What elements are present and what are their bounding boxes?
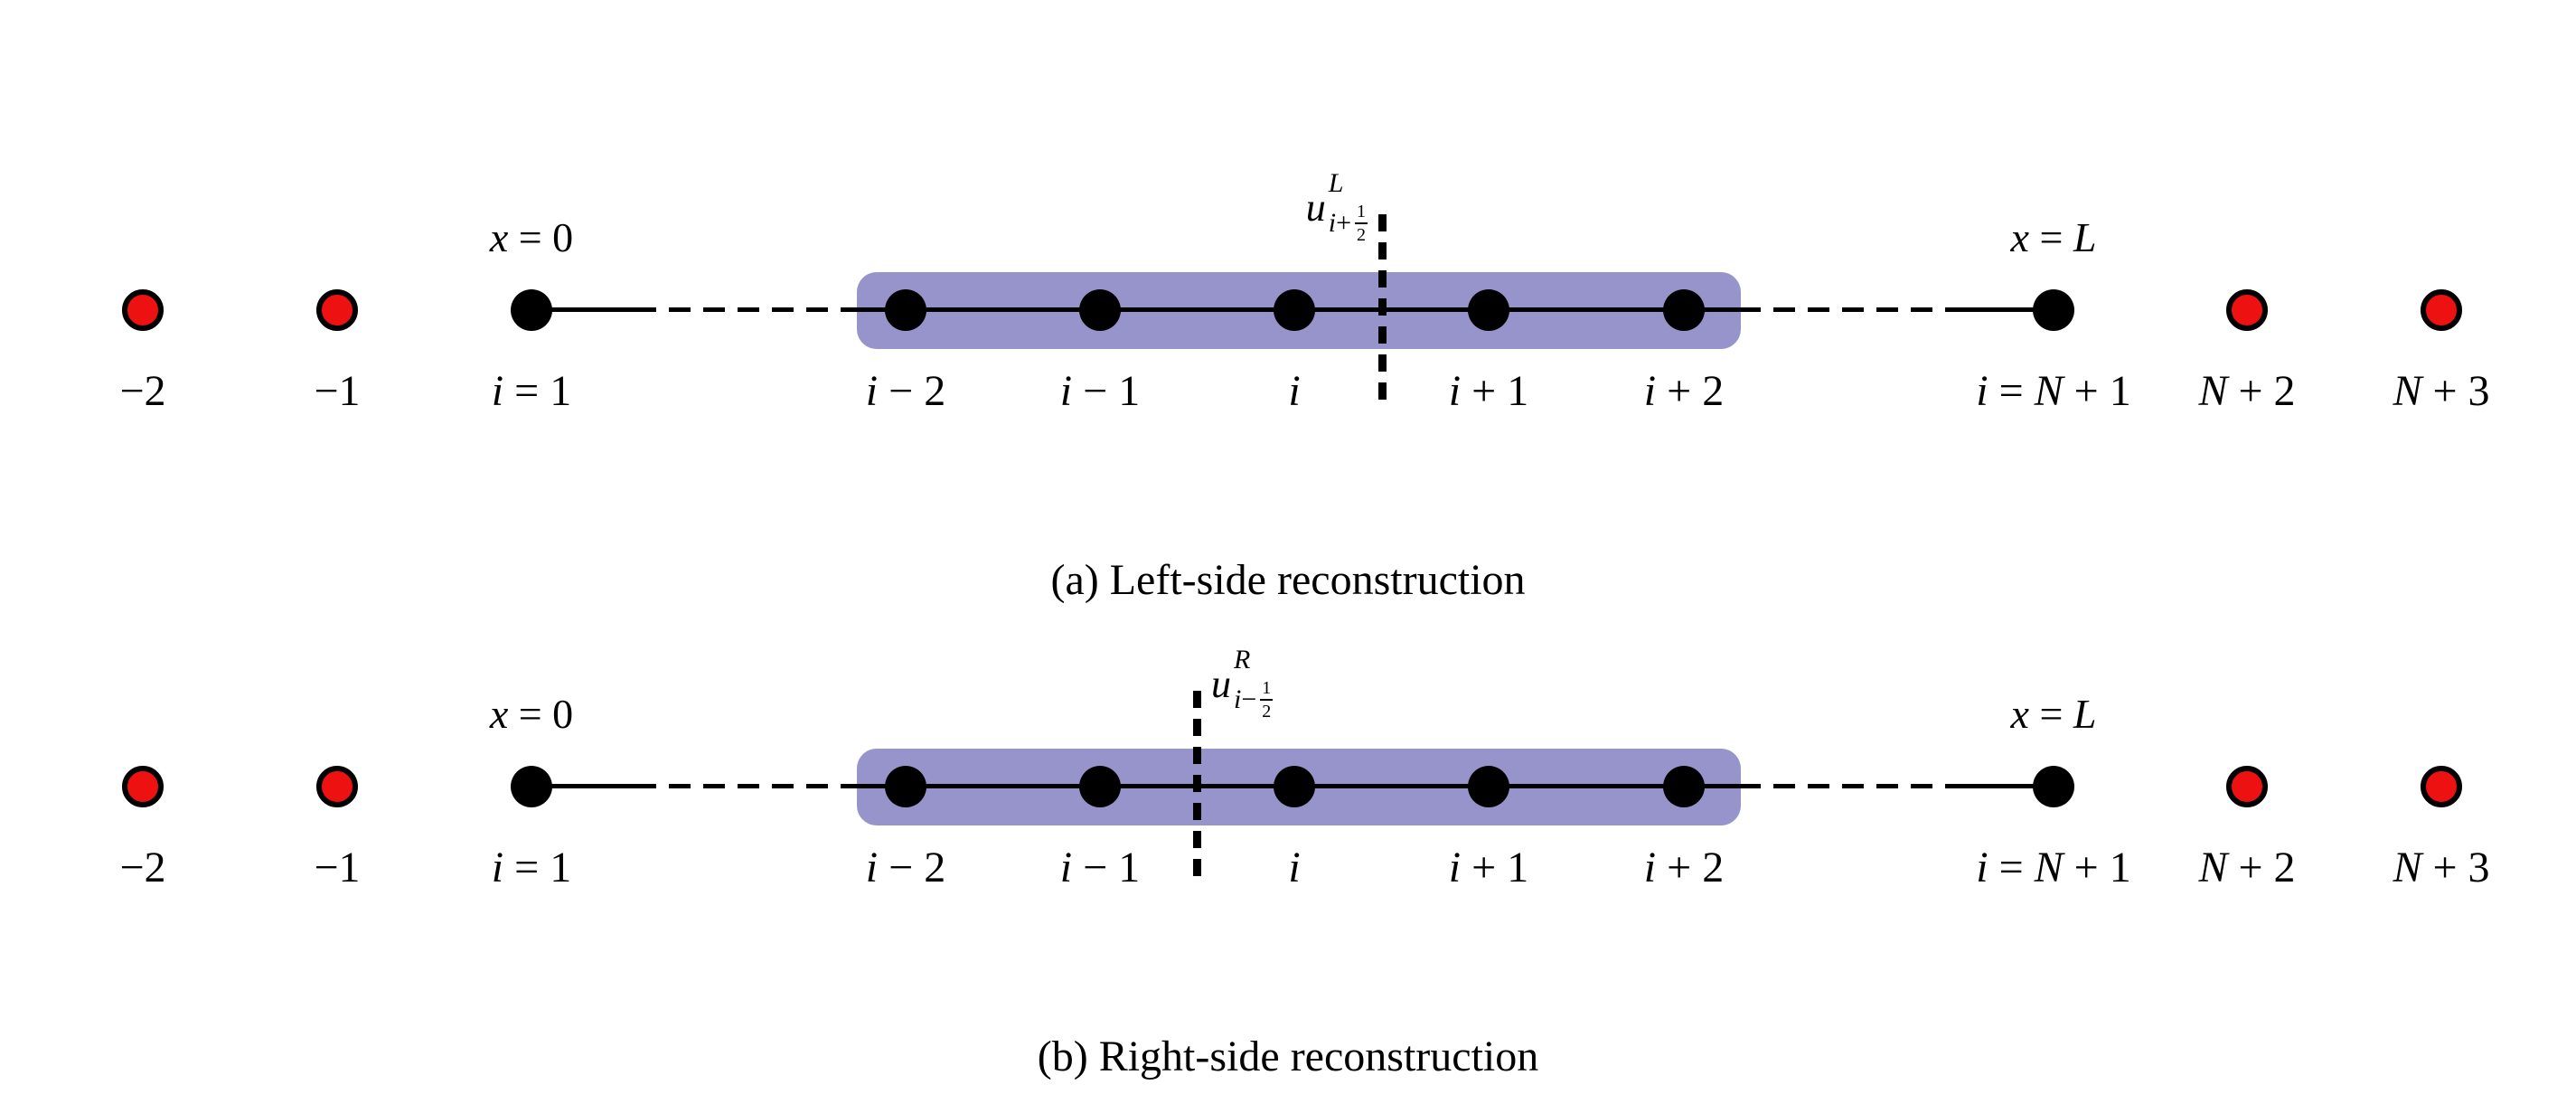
fraction-denominator: 2	[1262, 702, 1272, 722]
flux-base-u: u	[1211, 662, 1231, 706]
grid-node-i-plus-2	[1663, 289, 1705, 331]
grid-node-i-plus-1	[1468, 766, 1509, 807]
grid-line-dashed	[1739, 784, 1954, 788]
interface-dashed-line	[1193, 691, 1201, 882]
panel-right-reconstruction: u R i− 1 2 x = 0 x = L	[0, 476, 2576, 1113]
caption-a: (a) Left-side reconstruction	[1050, 556, 1526, 604]
grid-node-i-1	[511, 289, 552, 331]
grid-line-solid	[1954, 307, 2054, 312]
ghost-node-N-plus-3	[2421, 766, 2462, 807]
ghost-node-minus-1	[316, 289, 358, 331]
grid-line-dashed	[635, 307, 857, 312]
grid-line-dashed	[635, 784, 857, 788]
node-label-N-plus-2: N + 2	[2198, 844, 2296, 891]
ghost-node-minus-2	[122, 289, 164, 331]
grid-line-dashed	[1739, 307, 1954, 312]
node-label-i-1: i = 1	[491, 844, 572, 891]
node-label-N-plus-2: N + 2	[2198, 367, 2296, 415]
grid-node-i	[1274, 289, 1315, 331]
fraction-denominator: 2	[1357, 225, 1366, 245]
ghost-node-N-plus-2	[2226, 289, 2268, 331]
node-label-N-plus-3: N + 3	[2393, 844, 2490, 891]
flux-label-left-state: u L i+ 1 2	[1306, 170, 1368, 244]
node-label-i-minus-1: i − 1	[1059, 367, 1141, 415]
grid-node-N-plus-1	[2033, 766, 2074, 807]
node-label-minus-2: −2	[119, 367, 166, 415]
flux-superscript: L	[1328, 168, 1344, 198]
grid-node-N-plus-1	[2033, 289, 2074, 331]
node-label-i-minus-1: i − 1	[1059, 844, 1141, 891]
flux-subscript: i− 1 2	[1234, 679, 1274, 722]
node-label-i-1: i = 1	[491, 367, 572, 415]
panel-left-reconstruction: u L i+ 1 2 x = 0 x = L	[119, 170, 2490, 605]
node-label-i-plus-1: i + 1	[1448, 367, 1529, 415]
grid-line-solid	[1954, 784, 2054, 788]
node-label-i-plus-1: i + 1	[1448, 844, 1529, 891]
node-label-N-plus-1: i = N + 1	[1976, 367, 2131, 415]
flux-subscript-index: i+	[1328, 208, 1351, 238]
grid-node-i	[1274, 766, 1315, 807]
boundary-label-xL: x = L	[2010, 691, 2097, 737]
boundary-label-xL: x = L	[2010, 214, 2097, 260]
flux-subscript-index: i−	[1234, 684, 1257, 714]
grid-node-i-plus-2	[1663, 766, 1705, 807]
ghost-node-minus-2	[122, 766, 164, 807]
node-label-N-plus-3: N + 3	[2393, 367, 2490, 415]
ghost-node-N-plus-2	[2226, 766, 2268, 807]
flux-subscript: i+ 1 2	[1329, 203, 1368, 244]
node-label-N-plus-1: i = N + 1	[1976, 844, 2131, 891]
grid-node-i-minus-1	[1079, 289, 1121, 331]
grid-line-solid	[531, 307, 635, 312]
node-label-i: i	[1288, 367, 1301, 415]
boundary-label-x0: x = 0	[489, 214, 574, 260]
ghost-node-N-plus-3	[2421, 289, 2462, 331]
node-label-i-plus-2: i + 2	[1643, 844, 1725, 891]
one-half-fraction: 1 2	[1260, 679, 1274, 722]
flux-scripts: R i− 1 2	[1234, 645, 1274, 722]
grid-node-i-minus-2	[885, 766, 926, 807]
grid-line-solid	[531, 784, 635, 788]
node-label-i-plus-2: i + 2	[1643, 367, 1725, 415]
node-label-minus-1: −1	[314, 844, 361, 891]
fraction-numerator: 1	[1260, 679, 1274, 701]
grid-node-i-minus-1	[1079, 766, 1121, 807]
flux-scripts: L i+ 1 2	[1329, 170, 1368, 244]
one-half-fraction: 1 2	[1355, 203, 1368, 244]
ghost-node-minus-1	[316, 766, 358, 807]
node-label-i: i	[1288, 844, 1301, 891]
flux-superscript: R	[1234, 645, 1251, 674]
interface-dashed-line	[1378, 214, 1387, 406]
grid-node-i-plus-1	[1468, 289, 1509, 331]
node-label-i-minus-2: i − 2	[865, 367, 946, 415]
fraction-numerator: 1	[1355, 203, 1368, 224]
grid-node-i-minus-2	[885, 289, 926, 331]
node-label-minus-2: −2	[119, 844, 166, 891]
boundary-label-x0: x = 0	[489, 691, 574, 737]
flux-label-right-state: u R i− 1 2	[1211, 645, 1274, 722]
flux-base-u: u	[1305, 185, 1326, 230]
node-label-minus-1: −1	[314, 367, 361, 415]
node-label-i-minus-2: i − 2	[865, 844, 946, 891]
grid-node-i-1	[511, 766, 552, 807]
caption-b: (b) Right-side reconstruction	[1037, 1033, 1539, 1080]
